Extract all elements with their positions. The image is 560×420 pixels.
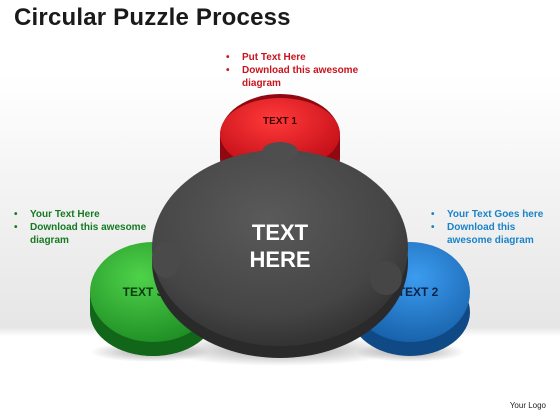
bullet-red-2: Download this awesome diagram bbox=[226, 64, 366, 90]
bullet-green-1: Your Text Here bbox=[14, 208, 154, 221]
center-label-line2: HERE bbox=[249, 247, 310, 272]
bullets-green: Your Text Here Download this awesome dia… bbox=[14, 208, 154, 247]
piece-right-label: TEXT 2 bbox=[398, 285, 439, 299]
piece-top-label: TEXT 1 bbox=[263, 116, 297, 127]
slide-title: Circular Puzzle Process bbox=[14, 4, 291, 31]
bullet-blue-1: Your Text Goes here bbox=[431, 208, 556, 221]
puzzle-piece-center: TEXT HERE bbox=[152, 142, 408, 358]
bullet-red-1: Put Text Here bbox=[226, 51, 366, 64]
center-label-line1: TEXT bbox=[252, 220, 309, 245]
piece-left-label: TEXT 3 bbox=[123, 285, 164, 299]
bullets-blue: Your Text Goes here Download this awesom… bbox=[431, 208, 556, 247]
logo-placeholder: Your Logo bbox=[509, 401, 546, 410]
bullets-red: Put Text Here Download this awesome diag… bbox=[226, 51, 366, 90]
bullet-green-2: Download this awesome diagram bbox=[14, 221, 154, 247]
bullet-blue-2: Download this awesome diagram bbox=[431, 221, 556, 247]
